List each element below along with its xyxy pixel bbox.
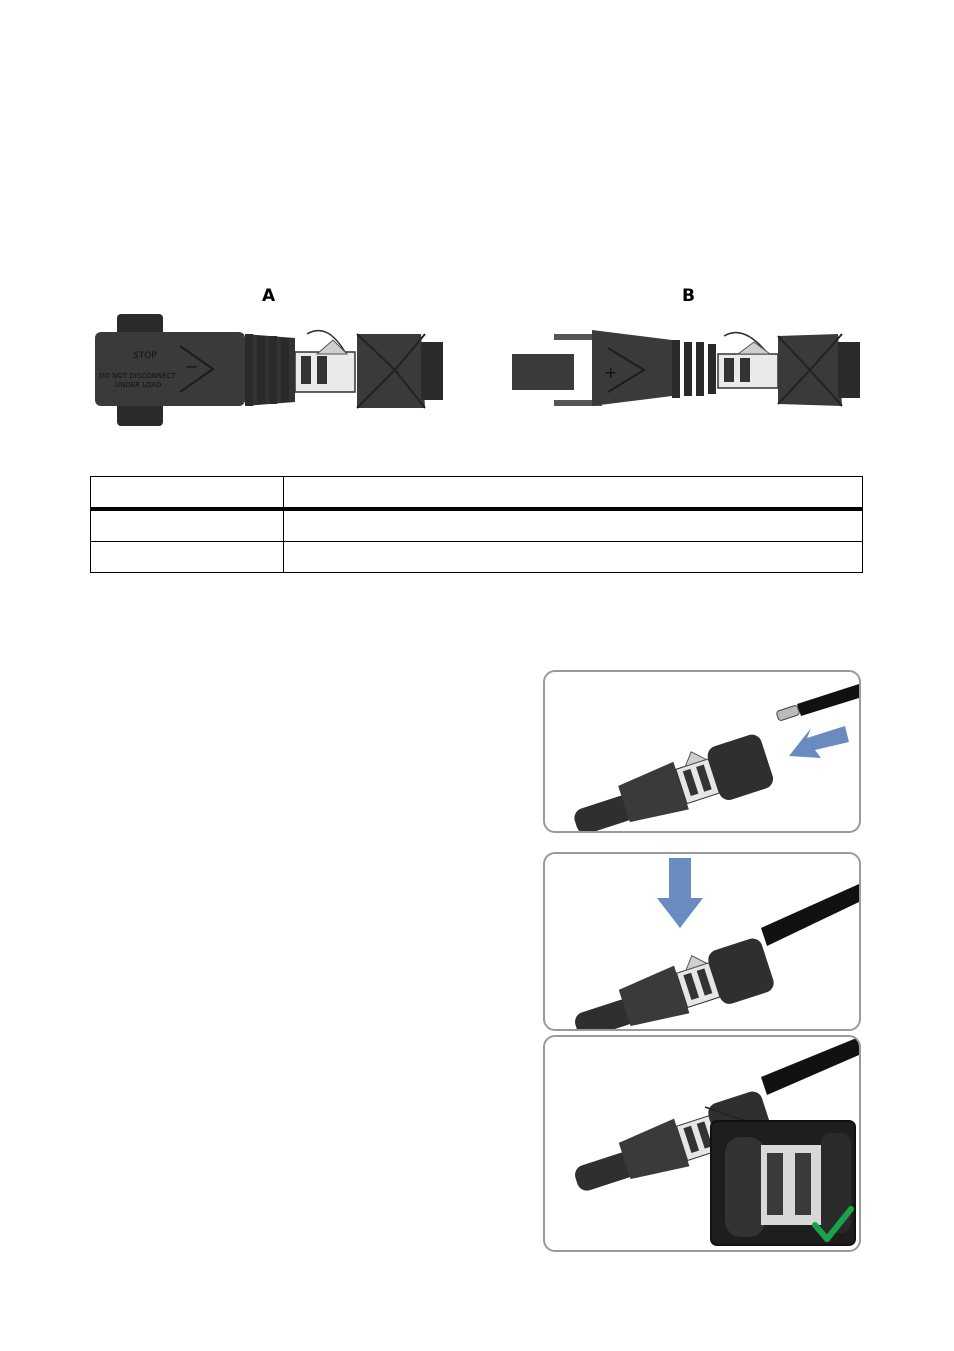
legend-table <box>90 476 863 573</box>
do-not-disconnect-text: DO NOT DISCONNECT <box>99 372 176 380</box>
legend-header-row <box>90 476 863 511</box>
connector-a-label: A <box>262 286 276 306</box>
connector-b-illustration: + <box>512 330 860 407</box>
legend-cell <box>283 508 863 542</box>
checkmark-icon <box>812 1206 854 1242</box>
connector-b-label: B <box>682 286 695 306</box>
stop-text: STOP <box>133 351 157 361</box>
under-load-text: UNDER LOAD <box>115 381 161 389</box>
legend-row <box>90 508 863 542</box>
legend-cell <box>90 541 284 573</box>
connector-a-illustration: STOP DO NOT DISCONNECT UNDER LOAD − <box>95 314 443 426</box>
polarity-minus: − <box>185 357 198 376</box>
legend-row <box>90 541 863 573</box>
legend-cell <box>283 541 863 573</box>
polarity-plus: + <box>604 363 617 382</box>
insert-arrow-icon <box>789 726 849 758</box>
step-1-illustration <box>543 670 861 833</box>
legend-header-cell-2 <box>283 476 863 511</box>
step-2-illustration <box>543 852 861 1031</box>
press-down-arrow-icon <box>657 858 703 928</box>
legend-cell <box>90 508 284 542</box>
step-3-illustration <box>543 1035 861 1252</box>
legend-header-cell-1 <box>90 476 284 511</box>
